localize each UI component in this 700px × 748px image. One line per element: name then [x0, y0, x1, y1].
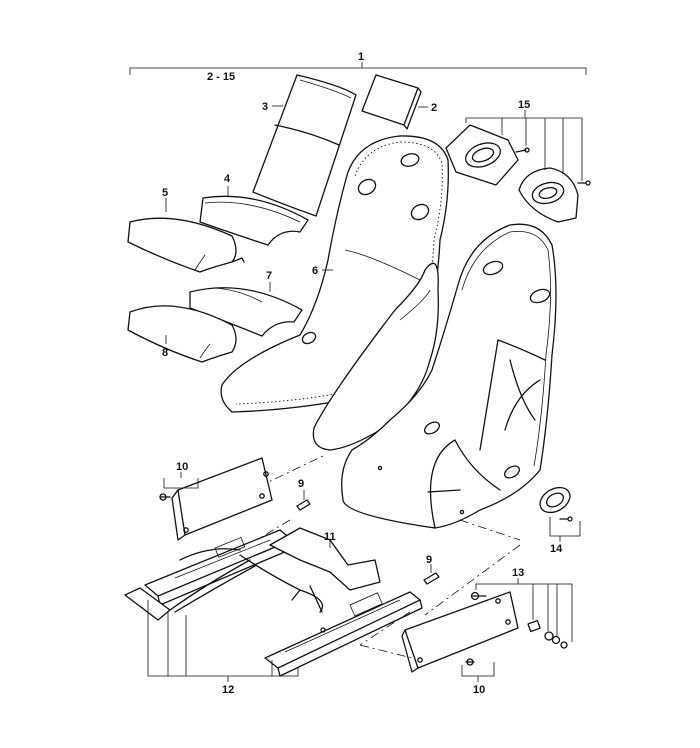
side-bracket-right [518, 167, 591, 223]
cross-frame [239, 527, 381, 613]
bolt-washer-set [470, 578, 573, 649]
backrest-cushion [252, 74, 357, 217]
mount-bracket-lower [401, 591, 519, 682]
seat-cushion-lower [127, 305, 237, 363]
bracket-12-leaders [147, 600, 299, 682]
fastener-upper [296, 490, 311, 511]
seat-shell-rear [341, 223, 557, 529]
ring-adapter [539, 486, 581, 542]
label-part-14: 14 [550, 543, 563, 555]
thigh-cushion-upper [199, 195, 309, 246]
slider-rail-right [264, 591, 423, 677]
label-part-4: 4 [224, 173, 231, 185]
label-part-5: 5 [162, 187, 168, 199]
label-part-7: 7 [266, 270, 272, 282]
bracket-15-leaders [465, 110, 583, 181]
headrest-pad [361, 74, 422, 130]
label-range: 2 - 15 [207, 71, 235, 83]
mount-bracket-upper [159, 457, 273, 541]
label-part-3: 3 [262, 101, 268, 113]
seat-cushion-upper [127, 217, 245, 273]
label-part-10-lower: 10 [473, 684, 485, 696]
assembly-guides [239, 454, 521, 661]
label-part-2: 2 [431, 102, 437, 114]
label-part-10-upper: 10 [176, 461, 188, 473]
label-part-11: 11 [324, 531, 336, 543]
label-part-8: 8 [162, 347, 168, 359]
label-part-12: 12 [222, 684, 234, 696]
side-bracket-left [445, 124, 530, 186]
label-part-9-lower: 9 [426, 554, 432, 566]
fastener-lower [423, 564, 440, 585]
slider-rail-left [144, 529, 295, 606]
label-part-13: 13 [512, 567, 524, 579]
release-handle [124, 559, 256, 621]
label-part-6: 6 [312, 265, 318, 277]
label-part-9-upper: 9 [298, 478, 304, 490]
label-part-15: 15 [518, 99, 530, 111]
label-assembly: 1 [358, 51, 364, 63]
assembly-bracket [129, 62, 587, 75]
